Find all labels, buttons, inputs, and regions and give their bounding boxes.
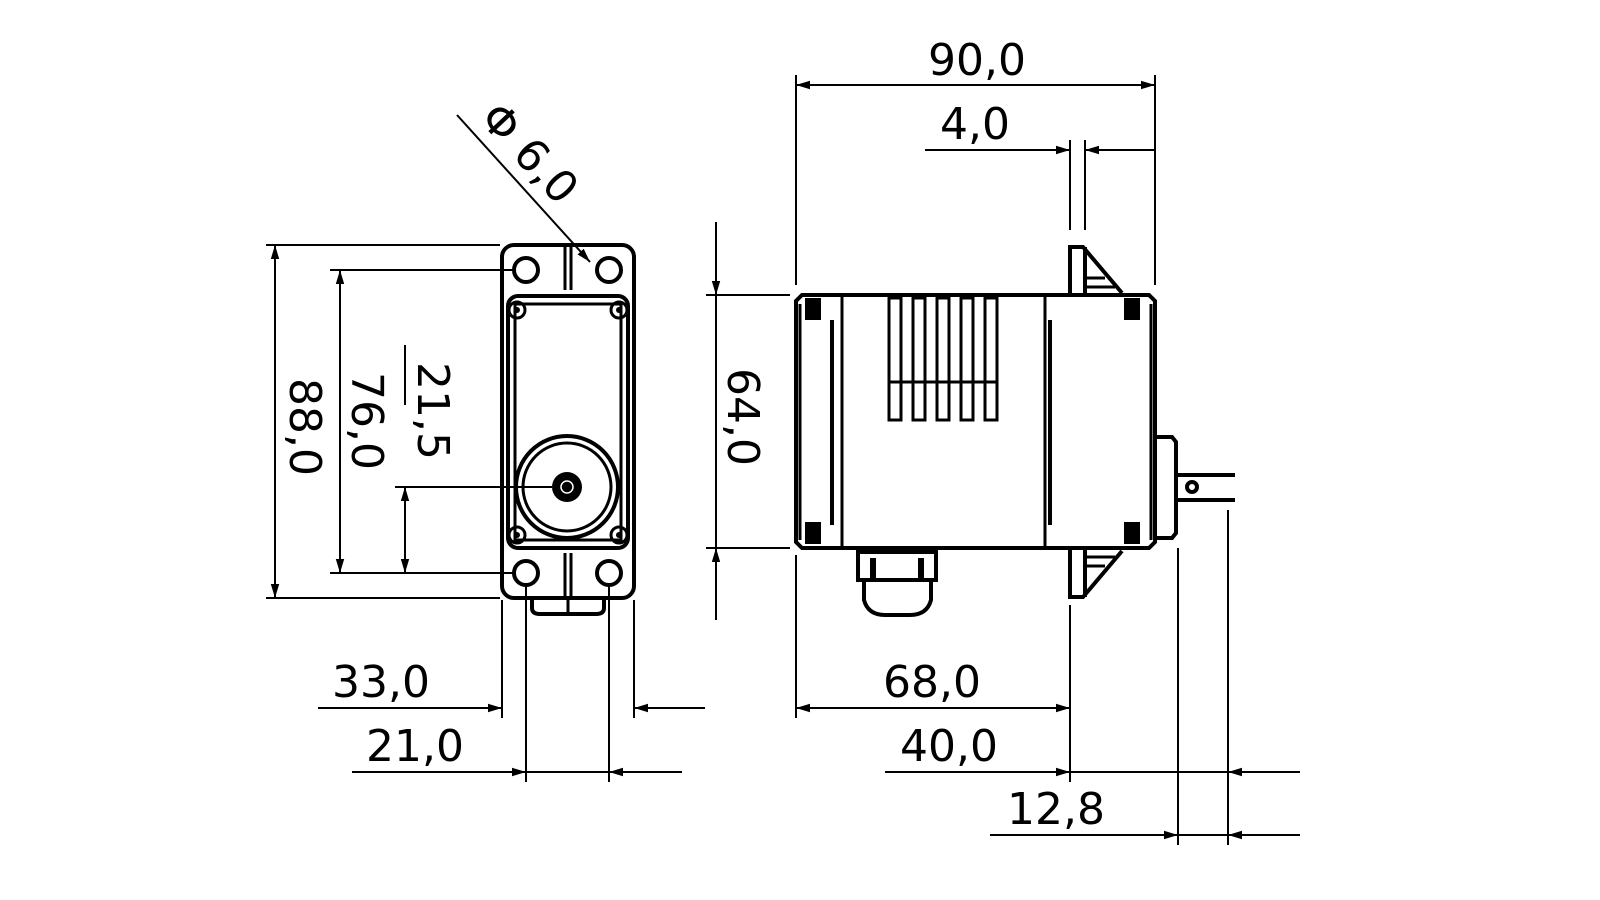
dim-length-overall: 90,0 <box>928 35 1026 86</box>
cable-gland <box>856 550 938 617</box>
dim-shaft-length: 12,8 <box>1007 784 1105 835</box>
dim-hole-spacing-horizontal: 21,0 <box>366 721 464 772</box>
cooling-fins <box>887 296 999 422</box>
dim-body-height: 64,0 <box>717 368 768 466</box>
mounting-hole <box>512 256 623 587</box>
dim-shaft-offset: 21,5 <box>407 362 458 460</box>
corner-screw <box>507 300 629 545</box>
dim-flange-thickness: 4,0 <box>940 99 1010 150</box>
side-view <box>794 245 1235 617</box>
mounting-flange <box>1068 245 1124 599</box>
dim-hole-spacing-vertical: 76,0 <box>341 372 392 470</box>
dim-flange-to-shaft: 40,0 <box>900 721 998 772</box>
dim-body-to-flange: 68,0 <box>883 657 981 708</box>
dim-height-overall: 88,0 <box>279 378 330 476</box>
front-view <box>500 243 636 616</box>
dim-width-overall: 33,0 <box>332 657 430 708</box>
output-shaft <box>1155 435 1235 540</box>
dimension-lines <box>266 75 1300 845</box>
